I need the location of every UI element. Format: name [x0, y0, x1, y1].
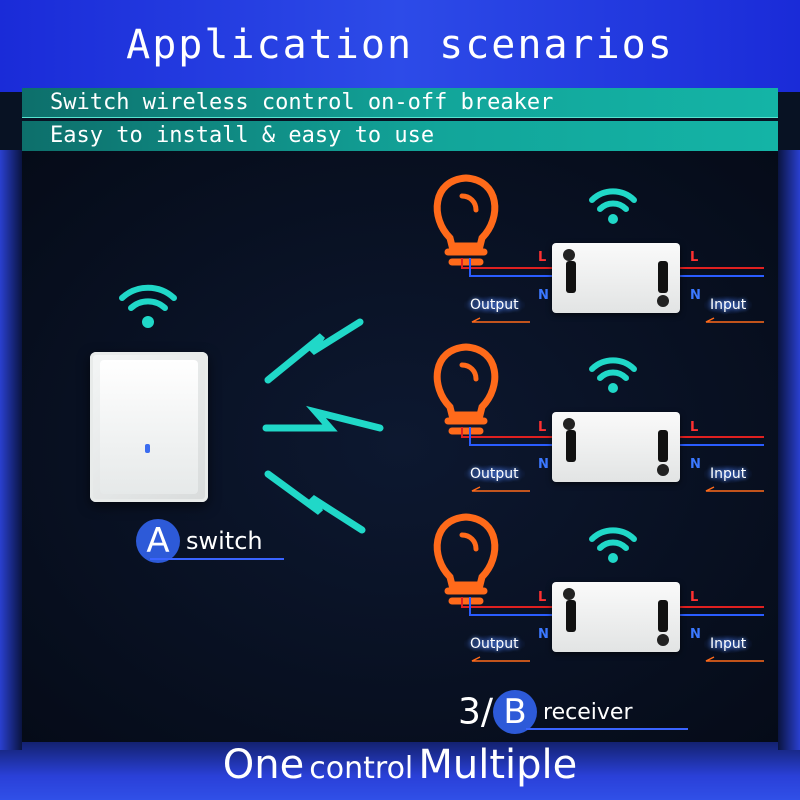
light-bulb-icon [433, 513, 499, 605]
live-label: L [538, 590, 547, 605]
neutral-label: N [538, 627, 549, 642]
receiver-underline [526, 728, 688, 730]
wifi-icon [589, 357, 637, 393]
right-glow [778, 150, 800, 750]
footer-slogan: One control Multiple [0, 742, 800, 788]
wiring [461, 427, 764, 446]
signal-arrow-mid-icon [262, 405, 384, 432]
bottom-banner [0, 740, 800, 800]
input-label: Input [704, 635, 753, 653]
wifi-icon [589, 188, 637, 224]
footer-control: control [309, 751, 414, 786]
receiver-module-2 [552, 412, 680, 482]
flow-arrow-icon [471, 317, 764, 323]
switch-label-text: switch [186, 527, 263, 555]
live-label: L [538, 420, 547, 435]
flow-arrow-icon [471, 486, 764, 492]
feature-line-1: Switch wireless control on-off breaker [22, 88, 778, 118]
neutral-label: N [690, 457, 701, 472]
indicator-led [145, 444, 150, 453]
switch-rocker[interactable] [100, 360, 198, 494]
receiver-label-text: receiver [543, 699, 633, 725]
input-label: Input [704, 465, 753, 483]
receiver-count: 3/ [458, 691, 494, 733]
neutral-label: N [690, 627, 701, 642]
wifi-icon [119, 284, 177, 328]
neutral-label: N [538, 288, 549, 303]
receiver-module-1 [552, 243, 680, 313]
neutral-label: N [690, 288, 701, 303]
light-bulb-icon [433, 343, 499, 435]
signal-arrow-up-icon [264, 318, 364, 384]
left-glow [0, 150, 22, 750]
wiring [461, 258, 764, 277]
output-label: Output [464, 296, 525, 314]
receiver-row-3 [433, 513, 764, 662]
input-label: Input [704, 296, 753, 314]
top-banner [0, 0, 800, 92]
footer-one: One [222, 742, 305, 788]
live-label: L [690, 250, 699, 265]
wall-switch[interactable] [90, 352, 208, 502]
live-label: L [690, 590, 699, 605]
live-label: L [690, 420, 699, 435]
output-label: Output [464, 635, 525, 653]
wifi-icon [589, 527, 637, 563]
flow-arrow-icon [471, 656, 764, 662]
receiver-row-2 [433, 343, 764, 492]
neutral-label: N [538, 457, 549, 472]
wiring [461, 597, 764, 616]
badge-b: B [493, 690, 538, 734]
badge-a: A [136, 519, 180, 563]
receiver-row-1 [433, 174, 764, 323]
footer-multiple: Multiple [418, 742, 578, 788]
live-label: L [538, 250, 547, 265]
receiver-module-3 [552, 582, 680, 652]
feature-line-2: Easy to install & easy to use [22, 121, 778, 151]
output-label: Output [464, 465, 525, 483]
switch-underline [150, 558, 284, 560]
page-title: Application scenarios [126, 22, 674, 68]
signal-arrow-down-icon [264, 470, 366, 534]
light-bulb-icon [433, 174, 499, 266]
